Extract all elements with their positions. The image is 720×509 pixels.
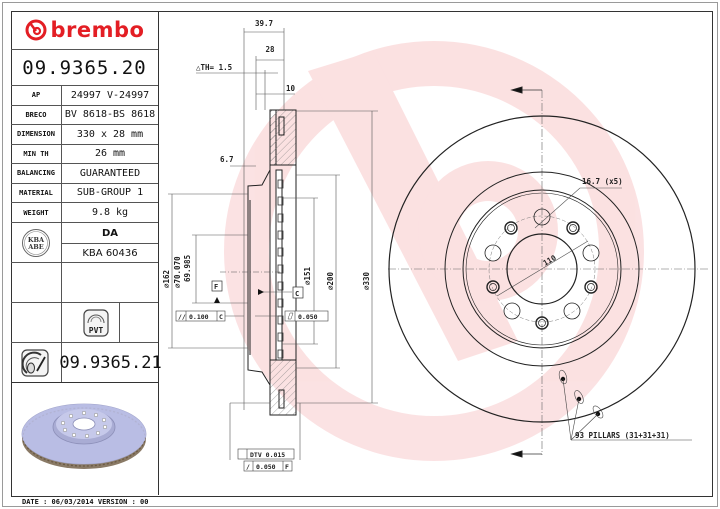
parallel-symbol: // (178, 313, 186, 321)
spec-row-dimension: DIMENSION 330 x 28 mm (11, 125, 158, 145)
spec-value: 9.8 kg (91, 207, 129, 218)
svg-text:⌀70.070: ⌀70.070 (173, 256, 182, 288)
spec-value: 24997 V-24997 (70, 89, 150, 101)
coated-disc-icon (21, 349, 49, 377)
technical-drawing: 39.7 28 △TH= 1.5 10 6.7 ⌀162 ⌀70.070 69.… (162, 19, 710, 472)
svg-text:F: F (285, 463, 289, 471)
svg-text:6.7: 6.7 (220, 155, 234, 164)
svg-text:DTV 0.015: DTV 0.015 (250, 451, 285, 459)
spec-value: 330 x 28 mm (76, 128, 144, 140)
svg-text:F: F (214, 283, 218, 291)
spec-label: MATERIAL (11, 183, 62, 202)
drawing-frame (11, 11, 713, 497)
svg-text:0.100: 0.100 (189, 313, 209, 321)
alt-part-row: 09.9365.21 (11, 343, 162, 383)
spec-row-weight: WEIGHT 9.8 kg (11, 203, 158, 223)
brand-logo: brembo (11, 11, 158, 50)
svg-text:93 PILLARS (31+31+31): 93 PILLARS (31+31+31) (575, 431, 670, 440)
kba-row: KBA ABE DA KBA 60436 (11, 223, 158, 263)
pvt-icon: PVT (83, 309, 109, 337)
svg-text:110: 110 (542, 253, 559, 268)
spec-label: DIMENSION (11, 125, 62, 144)
svg-text:⌀330: ⌀330 (362, 271, 371, 290)
spec-label: MIN TH (11, 144, 62, 163)
disc-front-view (388, 86, 710, 458)
spec-panel: brembo 09.9365.20 AP 24997 V-24997 BRECO… (11, 11, 162, 495)
spec-label: WEIGHT (11, 203, 62, 222)
svg-text:ABE: ABE (27, 243, 44, 251)
spec-row-material: MATERIAL SUB-GROUP 1 (11, 183, 158, 203)
spec-label: AP (11, 86, 62, 105)
spec-value: 26 mm (94, 148, 126, 160)
spec-label: BRECO (11, 105, 62, 124)
disc-product-image (21, 403, 147, 469)
date-version: DATE : 06/03/2014 VERSION : 00 (22, 498, 149, 506)
brembo-watermark (224, 41, 644, 461)
kba-number: KBA 60436 (82, 247, 138, 259)
spec-row-ap: AP 24997 V-24997 (11, 86, 158, 106)
spec-value: SUB-GROUP 1 (76, 187, 144, 199)
part-number: 09.9365.20 (11, 50, 158, 86)
svg-text:10: 10 (286, 84, 296, 93)
svg-text:KBA: KBA (28, 236, 45, 244)
spec-value: GUARANTEED (79, 167, 141, 179)
spec-label: BALANCING (11, 164, 62, 183)
svg-text:0.050: 0.050 (256, 463, 276, 471)
blank-row (11, 263, 158, 303)
svg-text:△TH= 1.5: △TH= 1.5 (196, 63, 232, 72)
pvt-row: PVT (11, 303, 158, 343)
svg-text:16.7 (x5): 16.7 (x5) (582, 177, 623, 186)
svg-text:69.985: 69.985 (183, 255, 192, 282)
svg-text:⌀200: ⌀200 (326, 271, 335, 290)
kba-value-da: DA (62, 223, 158, 244)
brembo-logo-icon (25, 19, 46, 41)
kba-abe-icon: KBA ABE (11, 223, 62, 263)
svg-text:PVT: PVT (89, 326, 104, 335)
spec-row-min-th: MIN TH 26 mm (11, 144, 158, 164)
svg-text:/: / (246, 463, 250, 471)
alt-part-number: 09.9365.21 (59, 352, 162, 373)
spec-value: BV 8618-BS 8618 (64, 109, 156, 121)
brand-name: brembo (50, 18, 145, 42)
svg-text:⌀151: ⌀151 (303, 266, 312, 285)
svg-text:C: C (295, 290, 299, 298)
svg-text:39.7: 39.7 (255, 19, 273, 28)
svg-text:0.050: 0.050 (298, 313, 318, 321)
svg-text:C: C (219, 313, 223, 321)
disc-cross-section (247, 109, 297, 416)
spec-row-balancing: BALANCING GUARANTEED (11, 164, 158, 184)
spec-row-breco: BRECO BV 8618-BS 8618 (11, 105, 158, 125)
svg-text:⌀162: ⌀162 (162, 270, 171, 288)
svg-text:28: 28 (265, 45, 275, 54)
